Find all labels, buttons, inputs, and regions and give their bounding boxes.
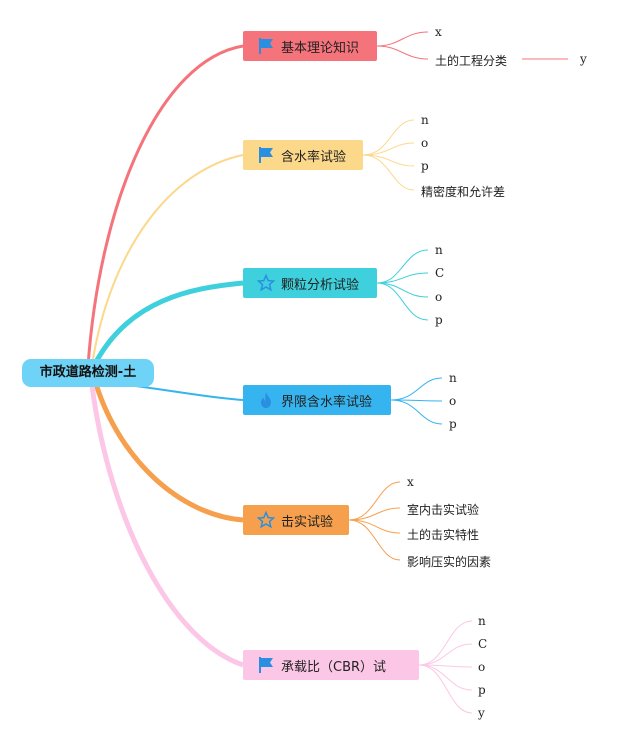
leaf-item[interactable]: y xyxy=(478,706,485,720)
star-icon xyxy=(256,510,276,529)
branch-label: 颗粒分析试验 xyxy=(281,277,360,293)
flag-icon xyxy=(257,656,275,674)
root-node[interactable]: 市政道路检测-土 xyxy=(22,359,154,387)
leaf-item[interactable]: p xyxy=(478,683,486,697)
leaf-item[interactable]: o xyxy=(478,660,486,674)
connector-root-branch5 xyxy=(93,383,244,523)
leaf-item[interactable]: 土的击实特性 xyxy=(407,528,480,542)
leaf-connectors-2 xyxy=(362,119,415,191)
branch-compaction-test[interactable]: 击实试验 xyxy=(243,505,349,535)
branch-label: 承载比（CBR）试 xyxy=(281,659,387,675)
leaf-item[interactable]: C xyxy=(435,266,445,280)
connector-root-branch6 xyxy=(89,385,244,668)
leaf-item[interactable]: n xyxy=(449,371,457,385)
leaf-item[interactable]: x xyxy=(435,25,442,39)
leaf-connectors-3 xyxy=(376,249,429,321)
flag-icon xyxy=(257,146,275,164)
leaf-connectors-5 xyxy=(348,481,401,561)
leaf-item[interactable]: n xyxy=(435,243,443,257)
leaf-item[interactable]: x xyxy=(407,475,414,489)
star-icon xyxy=(256,273,276,292)
branch-particle-analysis[interactable]: 颗粒分析试验 xyxy=(243,268,377,298)
leaf-subitem[interactable]: y xyxy=(580,52,587,66)
leaf-item[interactable]: n xyxy=(478,614,486,628)
leaf-item[interactable]: 影响压实的因素 xyxy=(407,555,492,569)
branch-label: 界限含水率试验 xyxy=(281,394,373,410)
branch-label: 基本理论知识 xyxy=(281,40,360,56)
branch-label: 击实试验 xyxy=(281,514,334,530)
leaf-item[interactable]: o xyxy=(421,136,429,150)
connector-root-branch1 xyxy=(86,44,244,367)
leaf-item[interactable]: o xyxy=(435,290,443,304)
leaf-connectors-4 xyxy=(390,377,443,425)
connector-root-branch2 xyxy=(91,154,244,366)
leaf-connectors-6 xyxy=(418,620,473,714)
leaf-item[interactable]: 土的工程分类 xyxy=(435,54,508,68)
leaf-item[interactable]: 精密度和允许差 xyxy=(421,185,506,199)
flag-icon xyxy=(257,37,275,55)
flame-icon xyxy=(257,391,275,409)
branch-basic-theory[interactable]: 基本理论知识 xyxy=(243,31,377,61)
leaf-item[interactable]: p xyxy=(435,313,443,327)
leaf-connectors-1 xyxy=(376,31,568,60)
branch-moisture-test[interactable]: 含水率试验 xyxy=(243,140,363,170)
connector-root-branch3 xyxy=(93,280,244,364)
leaf-item[interactable]: n xyxy=(421,113,429,127)
branch-limit-moisture[interactable]: 界限含水率试验 xyxy=(243,385,391,415)
branch-cbr-test[interactable]: 承载比（CBR）试 xyxy=(243,650,419,680)
leaf-item[interactable]: C xyxy=(478,637,488,651)
leaf-item[interactable]: o xyxy=(449,394,457,408)
branch-label: 含水率试验 xyxy=(281,149,347,165)
leaf-item[interactable]: 室内击实试验 xyxy=(407,503,480,517)
leaf-item[interactable]: p xyxy=(449,417,457,431)
leaf-item[interactable]: p xyxy=(421,159,429,173)
